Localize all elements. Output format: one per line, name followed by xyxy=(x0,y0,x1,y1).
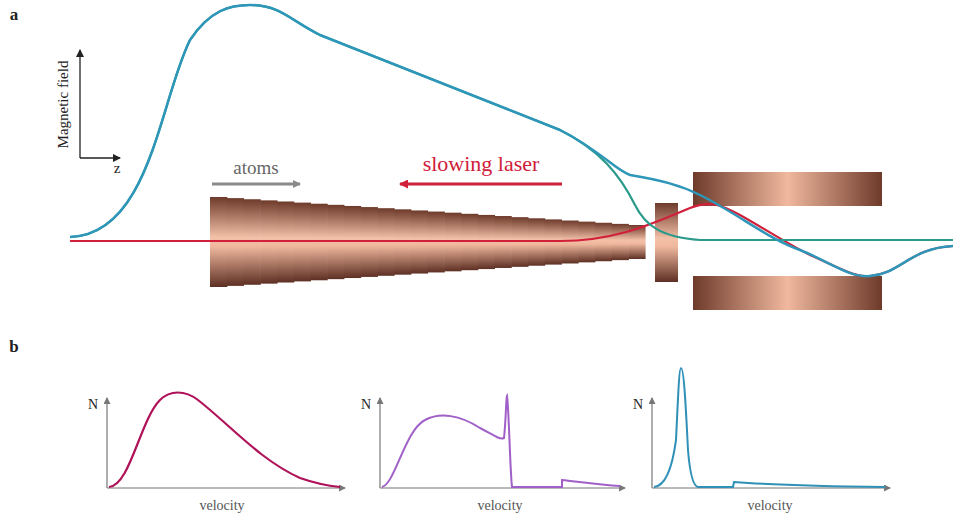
axis-title: N xyxy=(361,398,371,412)
n-axis xyxy=(379,398,380,488)
axis-title: velocity xyxy=(477,499,522,513)
panel-letter: b xyxy=(9,338,18,355)
axis-title: N xyxy=(88,398,98,412)
partial-distribution xyxy=(382,396,620,487)
beam-label: atoms xyxy=(233,158,278,177)
panel-letter: a xyxy=(10,6,19,23)
n-axis xyxy=(651,398,652,488)
axis-title: velocity xyxy=(747,499,792,513)
coil-winding xyxy=(595,223,612,261)
slowed-distribution xyxy=(654,368,885,487)
mot-coil-bottom xyxy=(693,276,882,310)
coil-winding xyxy=(612,224,629,260)
velocity-axis xyxy=(380,487,625,488)
axis-title: velocity xyxy=(199,499,244,513)
atoms-arrow xyxy=(212,183,300,186)
slower-field-curve xyxy=(70,5,953,240)
n-axis xyxy=(106,398,107,488)
velocity-axis xyxy=(107,487,345,488)
laser-arrow xyxy=(400,183,562,186)
initial-distribution xyxy=(109,393,340,488)
laser-label: slowing laser xyxy=(423,153,540,175)
total-field-curve xyxy=(70,5,953,276)
axis-title: Magnetic field xyxy=(56,60,71,148)
velocity-axis xyxy=(652,487,890,488)
axis-title: z xyxy=(114,161,121,176)
coil-winding xyxy=(578,222,595,263)
field-axis xyxy=(79,50,80,158)
axis-title: N xyxy=(633,398,643,412)
z-axis xyxy=(80,157,120,158)
mot-coil-top xyxy=(693,172,882,206)
